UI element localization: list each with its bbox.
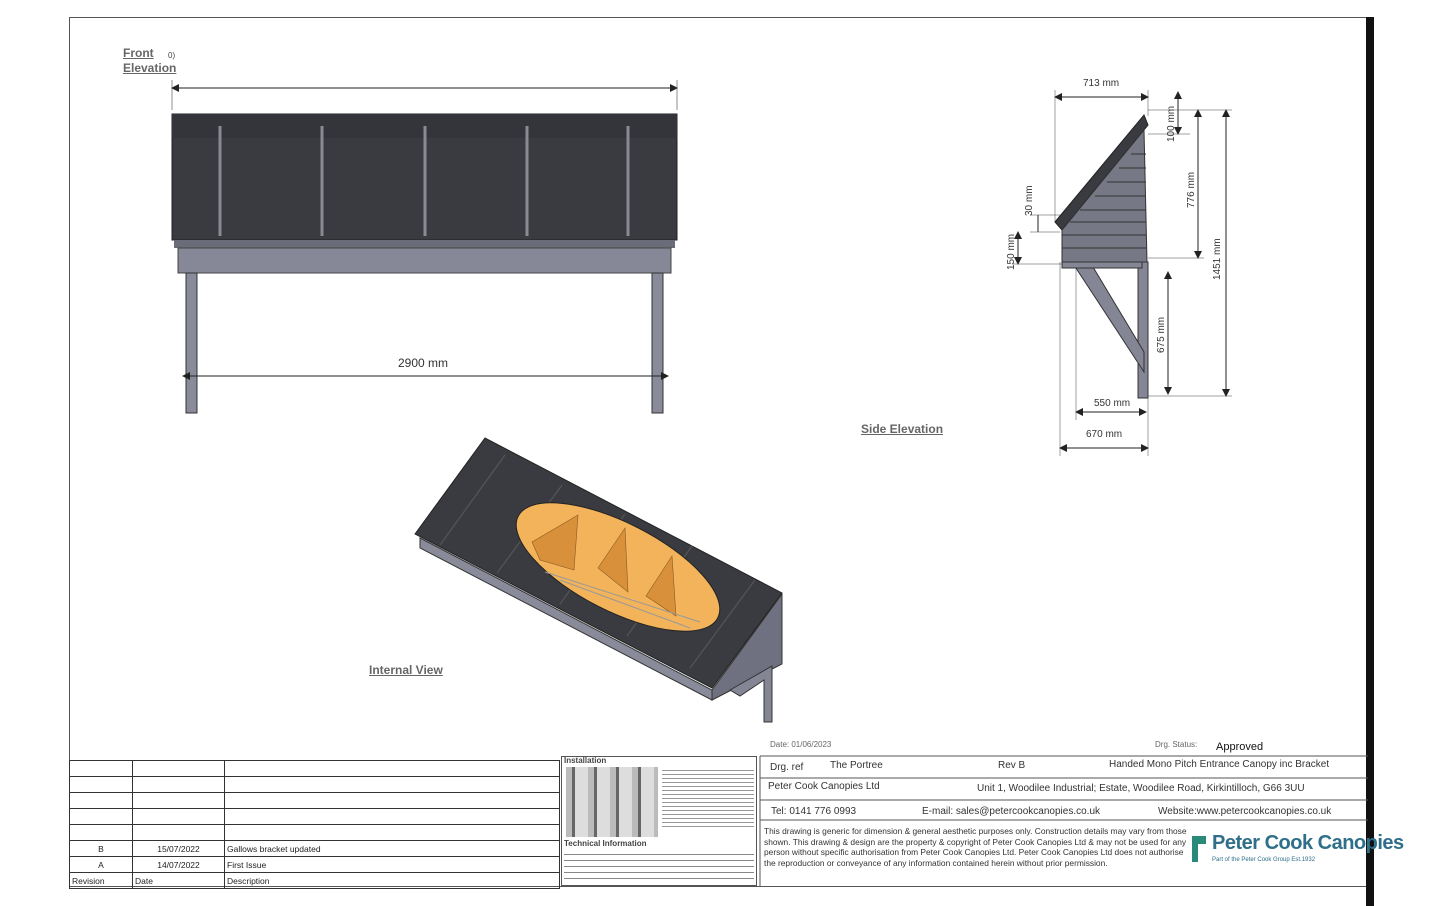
- table-row: A 14/07/2022 First Issue: [69, 856, 560, 873]
- revision-code: Rev B: [998, 760, 1026, 771]
- front-elevation: [171, 80, 678, 414]
- side-elevation: [1012, 90, 1232, 456]
- dim-front-width: 2900 mm: [398, 356, 449, 370]
- installation-title: Installation: [564, 756, 607, 765]
- drg-ref-value: The Portree: [830, 760, 883, 771]
- dim-side-670: 670 mm: [1086, 429, 1123, 440]
- front-elevation-label: Front Elevation: [123, 46, 177, 75]
- company-name: Peter Cook Canopies Ltd: [768, 781, 880, 792]
- internal-view-label: Internal View: [369, 663, 443, 677]
- dim-side-150: 150 mm: [1006, 233, 1017, 270]
- date-field: Date: 01/06/2023: [770, 740, 832, 749]
- logo-mark-icon: [1192, 836, 1206, 862]
- company-email: E-mail: sales@petercookcanopies.co.uk: [922, 806, 1101, 817]
- tech-info-table: [564, 849, 754, 883]
- front-marker: 0): [168, 51, 176, 60]
- drawing-frame: [69, 17, 1368, 887]
- installation-steps: [662, 767, 754, 827]
- side-elevation-label: Side Elevation: [861, 422, 944, 436]
- company-tel: Tel: 0141 776 0993: [771, 806, 857, 817]
- logo-name: Peter Cook Canopies: [1212, 832, 1404, 854]
- internal-view: [414, 437, 783, 723]
- dim-side-550: 550 mm: [1094, 398, 1131, 409]
- drg-ref-label: Drg. ref: [770, 762, 804, 773]
- disclaimer-text: This drawing is generic for dimension & …: [764, 826, 1187, 868]
- title-block-lines: [759, 755, 1368, 887]
- tech-info-title: Technical Information: [564, 839, 647, 848]
- dim-side-675: 675 mm: [1156, 316, 1167, 353]
- revision-table: B 15/07/2022 Gallows bracket updated A 1…: [69, 760, 560, 889]
- edge-bar: [1366, 17, 1374, 906]
- logo-subtitle: Part of the Peter Cook Group Est.1932: [1212, 857, 1316, 863]
- company-address: Unit 1, Woodilee Industrial; Estate, Woo…: [977, 783, 1305, 794]
- dim-side-30: 30 mm: [1024, 185, 1035, 216]
- status-label: Drg. Status:: [1155, 740, 1198, 749]
- dim-side-100: 100 mm: [1166, 105, 1177, 142]
- table-row: B 15/07/2022 Gallows bracket updated: [69, 840, 560, 857]
- drawing-description: Handed Mono Pitch Entrance Canopy inc Br…: [1109, 759, 1330, 770]
- installation-diagram: [566, 767, 658, 837]
- dim-side-1451: 1451 mm: [1212, 238, 1223, 280]
- company-website: Website:www.petercookcanopies.co.uk: [1158, 806, 1332, 817]
- dim-side-776: 776 mm: [1186, 171, 1197, 208]
- status-value: Approved: [1216, 741, 1264, 753]
- installation-panel: Installation Technical Information: [561, 756, 757, 886]
- table-header-row: Revision Date Description: [69, 872, 560, 889]
- company-logo: Peter Cook Canopies Part of the Peter Co…: [1190, 832, 1404, 871]
- dim-side-top: 713 mm: [1083, 78, 1120, 89]
